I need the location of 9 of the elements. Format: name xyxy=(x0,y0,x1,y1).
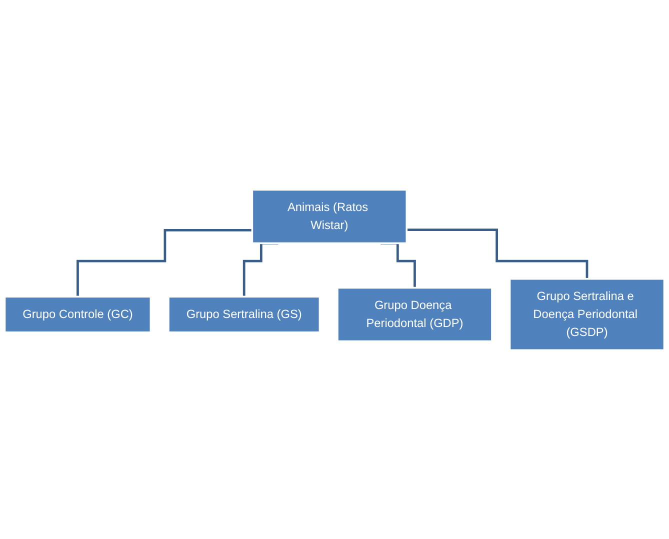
node-box: Grupo Controle (GC) xyxy=(4,295,152,333)
connector xyxy=(380,242,416,288)
connector xyxy=(76,228,252,298)
node-box: Animais (Ratos Wistar) xyxy=(251,188,408,244)
connector xyxy=(406,228,588,280)
node-box: Grupo Sertralina (GS) xyxy=(168,295,321,333)
node-box: Grupo Sertralina e Doença Periodontal (GSDP) xyxy=(508,278,666,351)
connector xyxy=(242,242,278,298)
node-box: Grupo Doença Periodontal (GDP) xyxy=(336,286,493,342)
